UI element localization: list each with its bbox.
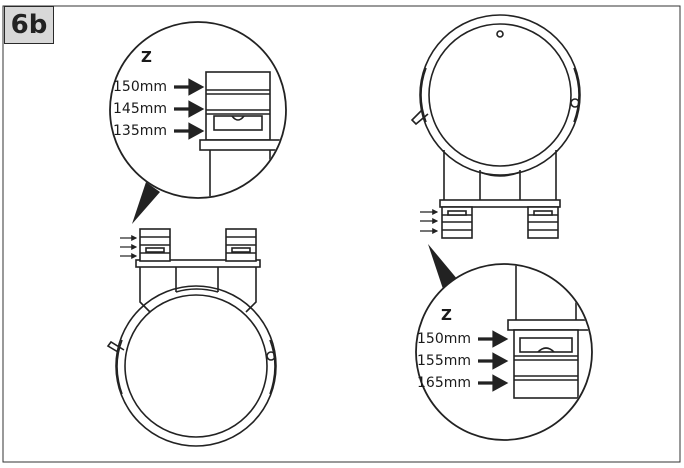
left-rail-block-left	[139, 228, 171, 262]
right-zoom-callout	[415, 244, 593, 441]
left-clamp-bolt	[266, 351, 276, 361]
right-zoom-label: Z	[441, 306, 452, 324]
right-clamp-outer-ring	[419, 14, 581, 176]
right-small-arrows	[420, 209, 439, 234]
right-clamp-inner-ring	[428, 23, 572, 167]
right-position-2: 155mm	[417, 353, 471, 369]
left-bracket-bar	[135, 259, 261, 268]
right-rail-block-right	[527, 206, 559, 239]
right-position-3: 165mm	[417, 375, 471, 391]
step-badge: 6b	[4, 6, 54, 44]
right-bracket-bar	[439, 199, 561, 208]
right-position-1: 150mm	[417, 331, 471, 347]
right-zoom-pointer	[428, 244, 458, 292]
left-position-3: 135mm	[113, 123, 167, 139]
outer-border	[2, 5, 681, 463]
right-assembly	[410, 14, 581, 239]
left-rail-block-right	[225, 228, 257, 262]
left-clamp-outer-ring	[115, 285, 277, 447]
right-clamp-latch	[410, 109, 429, 126]
right-clamp-bolt	[570, 98, 580, 108]
left-zoom-pointer	[132, 182, 160, 224]
left-zoom-label: Z	[141, 48, 152, 66]
left-position-1: 150mm	[113, 79, 167, 95]
left-small-arrows	[120, 235, 138, 259]
left-bracket-leg-left	[139, 266, 151, 313]
left-bracket-leg-right	[245, 266, 257, 313]
left-zoom-callout	[109, 21, 287, 224]
left-clamp-inner-ring	[124, 294, 268, 438]
right-rail-block-left	[441, 206, 473, 239]
left-assembly	[106, 228, 277, 447]
left-clamp-latch	[106, 340, 125, 353]
left-position-2: 145mm	[113, 101, 167, 117]
